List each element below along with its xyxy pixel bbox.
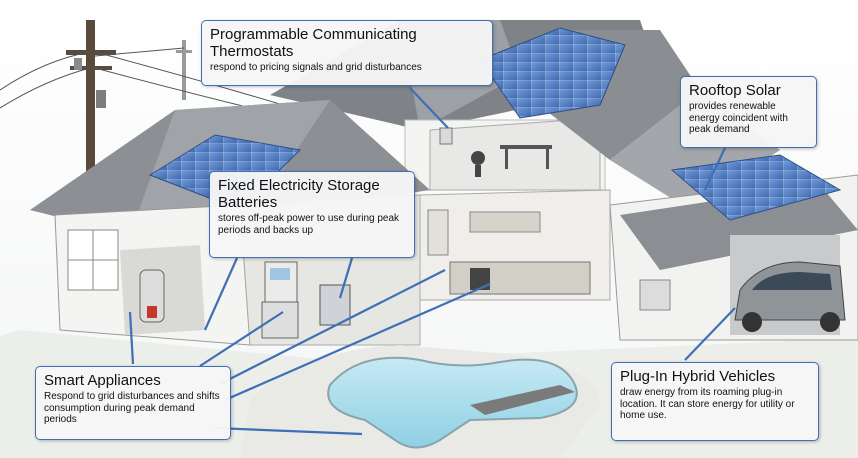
callout-rooftop-solar: Rooftop Solar provides renewable energy … [680, 76, 817, 148]
callout-smart-appliances-title: Smart Appliances [44, 372, 222, 389]
callout-hybrid-vehicles-text: draw energy from its roaming plug-in loc… [620, 387, 810, 422]
callout-storage-batteries-title: Fixed Electricity Storage Batteries [218, 177, 406, 211]
storage-battery [320, 285, 350, 325]
callout-thermostats-title: Programmable Communicating Thermostats [210, 26, 484, 60]
callout-storage-batteries: Fixed Electricity Storage Batteries stor… [209, 171, 415, 258]
callout-rooftop-solar-title: Rooftop Solar [689, 82, 808, 99]
water-heater [140, 270, 164, 322]
callout-thermostats: Programmable Communicating Thermostats r… [201, 20, 493, 86]
callout-storage-batteries-text: stores off-peak power to use during peak… [218, 213, 406, 236]
callout-hybrid-vehicles-title: Plug-In Hybrid Vehicles [620, 368, 810, 385]
smart-appliance [262, 262, 298, 338]
callout-smart-appliances: Smart Appliances Respond to grid disturb… [35, 366, 231, 440]
callout-thermostats-text: respond to pricing signals and grid dist… [210, 62, 484, 74]
callout-hybrid-vehicles: Plug-In Hybrid Vehicles draw energy from… [611, 362, 819, 441]
callout-rooftop-solar-text: provides renewable energy coincident wit… [689, 101, 808, 136]
callout-smart-appliances-text: Respond to grid disturbances and shifts … [44, 391, 222, 426]
kitchen [420, 190, 610, 300]
